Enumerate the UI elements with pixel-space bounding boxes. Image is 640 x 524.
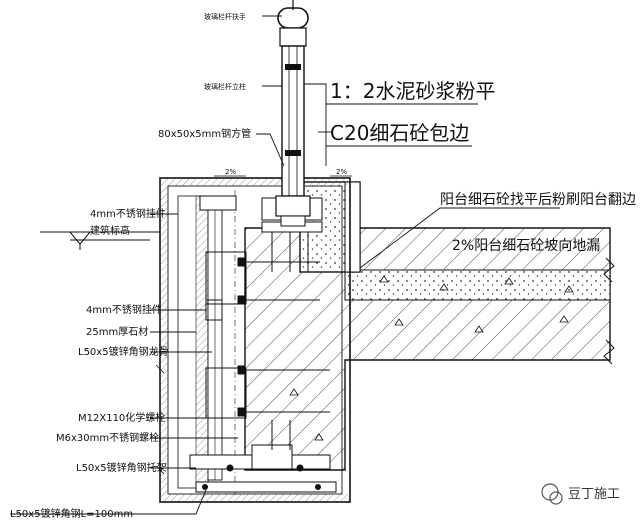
label-angle-bottom: L50x5镀锌角钢L=100mm <box>10 507 133 520</box>
label-mortar-levelling: 1：2水泥砂浆粉平 <box>330 79 495 103</box>
stone-cladding <box>159 177 351 503</box>
watermark: 豆丁施工 <box>541 483 620 505</box>
label-balcony-edge: 阳台细石砼找平后粉刷阳台翻边 <box>440 192 636 208</box>
label-glass-rail-top: 玻璃栏杆扶手 <box>204 12 246 21</box>
label-stone-4mm-top: 4mm不锈钢挂件 <box>90 207 166 220</box>
label-stone-25mm: 25mm厚石材 <box>86 325 148 338</box>
label-finish-floor: 建筑标高 <box>90 224 130 237</box>
label-angle-keel: L50x5镀锌角钢龙骨 <box>78 345 169 358</box>
label-c20-wrap: C20细石砼包边 <box>330 121 469 145</box>
level-marker <box>40 231 160 250</box>
label-steel-tube: 80x50x5mm钢方管 <box>158 127 251 140</box>
label-stone-4mm-mid: 4mm不锈钢挂件 <box>86 303 162 316</box>
watermark-text: 豆丁施工 <box>568 487 620 502</box>
glass-railing-post <box>275 0 311 227</box>
label-slope-note: 2%阳台细石砼坡向地漏 <box>452 238 600 254</box>
slope-small-right: 2% <box>336 168 347 176</box>
slope-small-left: 2% <box>225 168 236 176</box>
leader-lines <box>10 15 560 515</box>
label-glass-rail-post: 玻璃栏杆立柱 <box>204 82 246 91</box>
label-bolt-m12: M12X110化学螺栓 <box>78 411 165 424</box>
side-ticks <box>155 364 165 475</box>
label-angle-support: L50x5镀锌角钢托架 <box>76 461 167 474</box>
concrete-slab <box>244 227 615 471</box>
label-bolt-m6: M6x30mm不锈钢螺栓 <box>56 431 159 444</box>
